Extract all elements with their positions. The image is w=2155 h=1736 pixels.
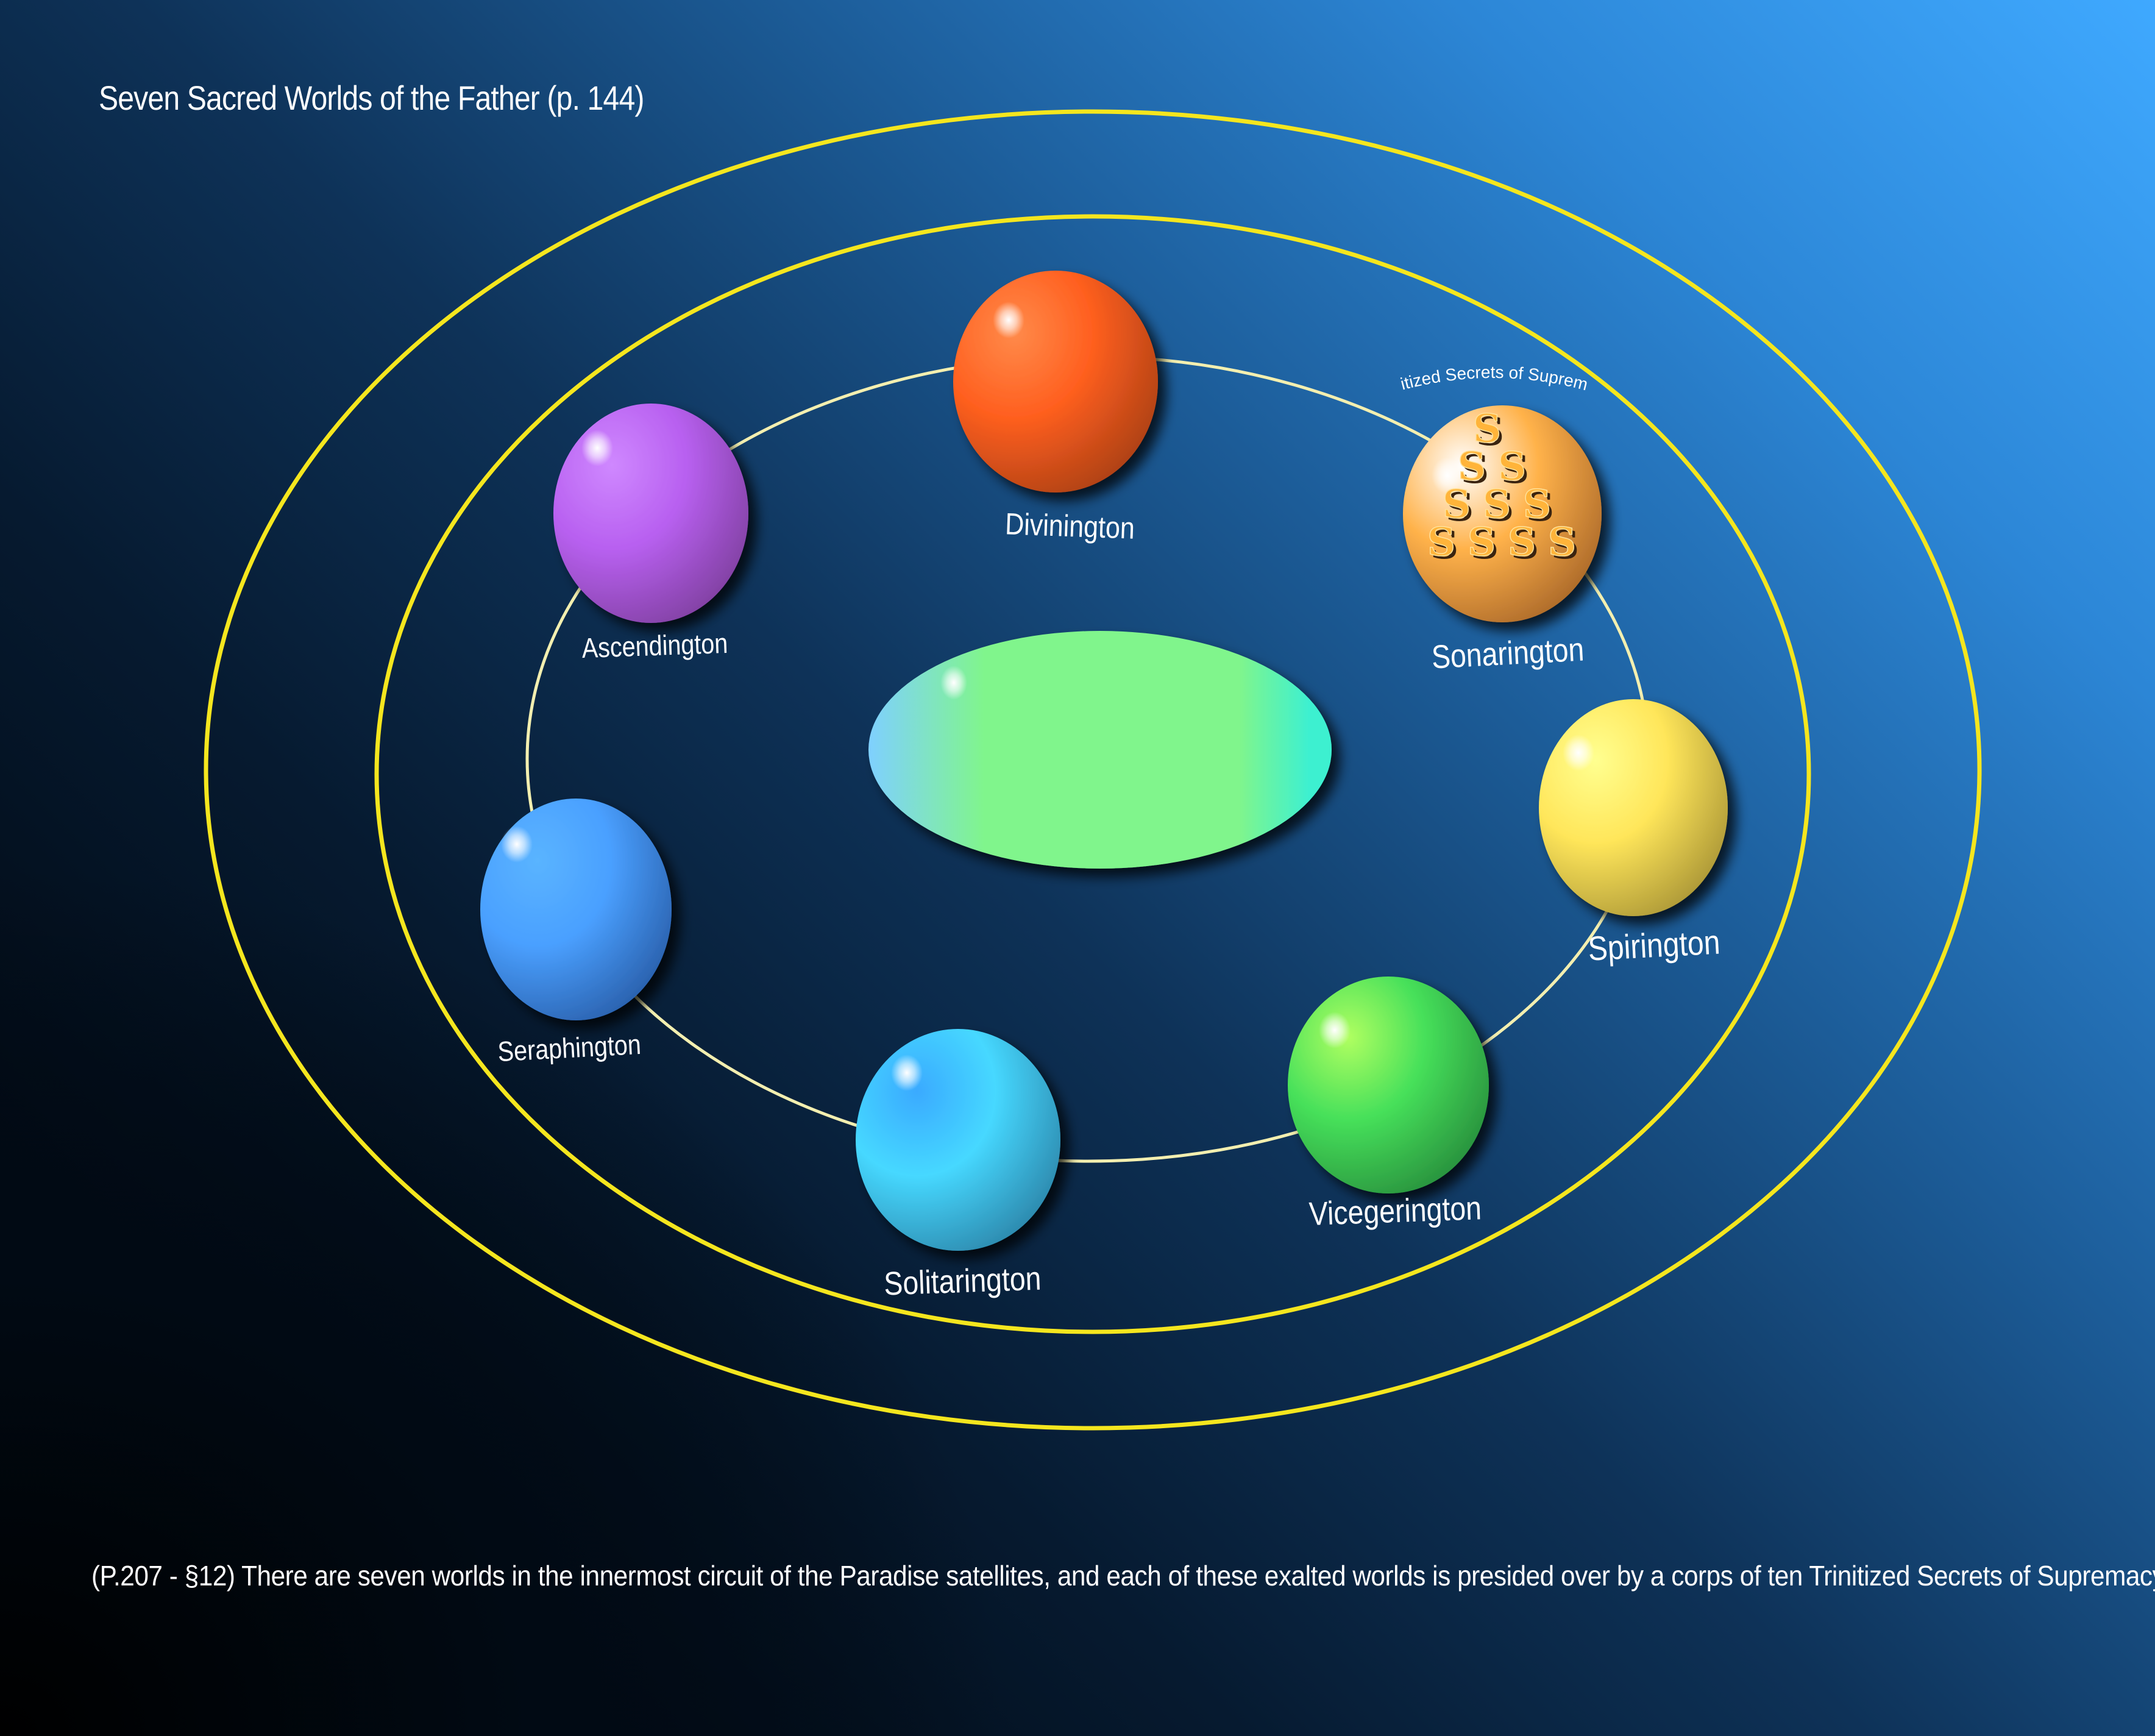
badge-glyph-s: S [1468,519,1496,565]
world-label-spirington: Spirington [1587,923,1721,968]
outer-circuit [204,109,1982,1431]
world-sphere-solitarington [856,1029,1060,1251]
badge-glyph-shadow: S [1446,485,1474,530]
badge-glyph-s: S [1548,519,1576,565]
world-sphere-ascendington [553,404,748,623]
badge-glyph-s: S [1427,519,1455,565]
central-body [868,631,1332,869]
badge-glyph-s: S [1483,482,1511,527]
world-highlight-ascendington [581,430,613,466]
world-highlight-spirington [1563,735,1594,771]
badge-glyph-s: S [1443,482,1471,527]
badge-glyph-shadow: S [1511,522,1539,568]
world-sphere-divinington [953,271,1158,493]
world-label-vicegerington: Vicegerington [1308,1189,1482,1233]
badge-glyph-shadow: S [1430,522,1458,568]
world-label-divinington: Divinington [1004,507,1135,545]
world-highlight-solitarington [891,1055,923,1091]
world-solitarington: Solitarington [856,1029,1060,1302]
world-highlight-seraphington [501,826,533,863]
world-label-sonarington: Sonarington [1430,630,1585,675]
badge-glyph-shadow: S [1486,485,1514,530]
world-label-ascendington: Ascendington [581,628,728,664]
page-title: Seven Sacred Worlds of the Father (p. 14… [99,79,644,117]
caption: (P.207 - §12) There are seven worlds in … [91,1560,2155,1592]
world-sonarington: Sonarington [1403,405,1602,675]
badge-glyph-shadow: S [1501,447,1529,493]
world-vicegerington: Vicegerington [1288,976,1489,1233]
world-label-seraphington: Seraphington [497,1029,642,1068]
world-sphere-spirington [1539,699,1728,916]
badge-glyph-s: S [1508,519,1536,565]
worlds-layer: DiviningtonSonaringtonSpiringtonVicegeri… [480,271,1728,1302]
world-highlight-divinington [993,302,1024,338]
badge-glyph-s: S [1458,444,1486,489]
badge-glyph-shadow: S [1551,522,1579,568]
world-seraphington: Seraphington [480,799,672,1068]
badge-label: Trinitized Secrets of Supremacy [0,0,1590,394]
badge-glyph-shadow: S [1471,522,1499,568]
world-highlight-vicegerington [1319,1012,1351,1048]
world-spirington: Spirington [1539,699,1728,969]
badge-glyph-shadow: S [1526,485,1554,530]
middle-circuit [374,214,1811,1334]
world-divinington: Divinington [953,271,1158,545]
world-highlight-sonarington [1432,457,1463,494]
badge-glyph-s: S [1473,406,1501,452]
world-label-solitarington: Solitarington [883,1259,1042,1302]
world-sphere-vicegerington [1288,976,1489,1194]
badge-glyph-shadow: S [1476,409,1504,455]
badge-glyph-s: S [1523,482,1551,527]
badge-glyph-shadow: S [1461,447,1489,493]
badge-glyph-s: S [1498,444,1526,489]
world-ascendington: Ascendington [553,404,748,664]
